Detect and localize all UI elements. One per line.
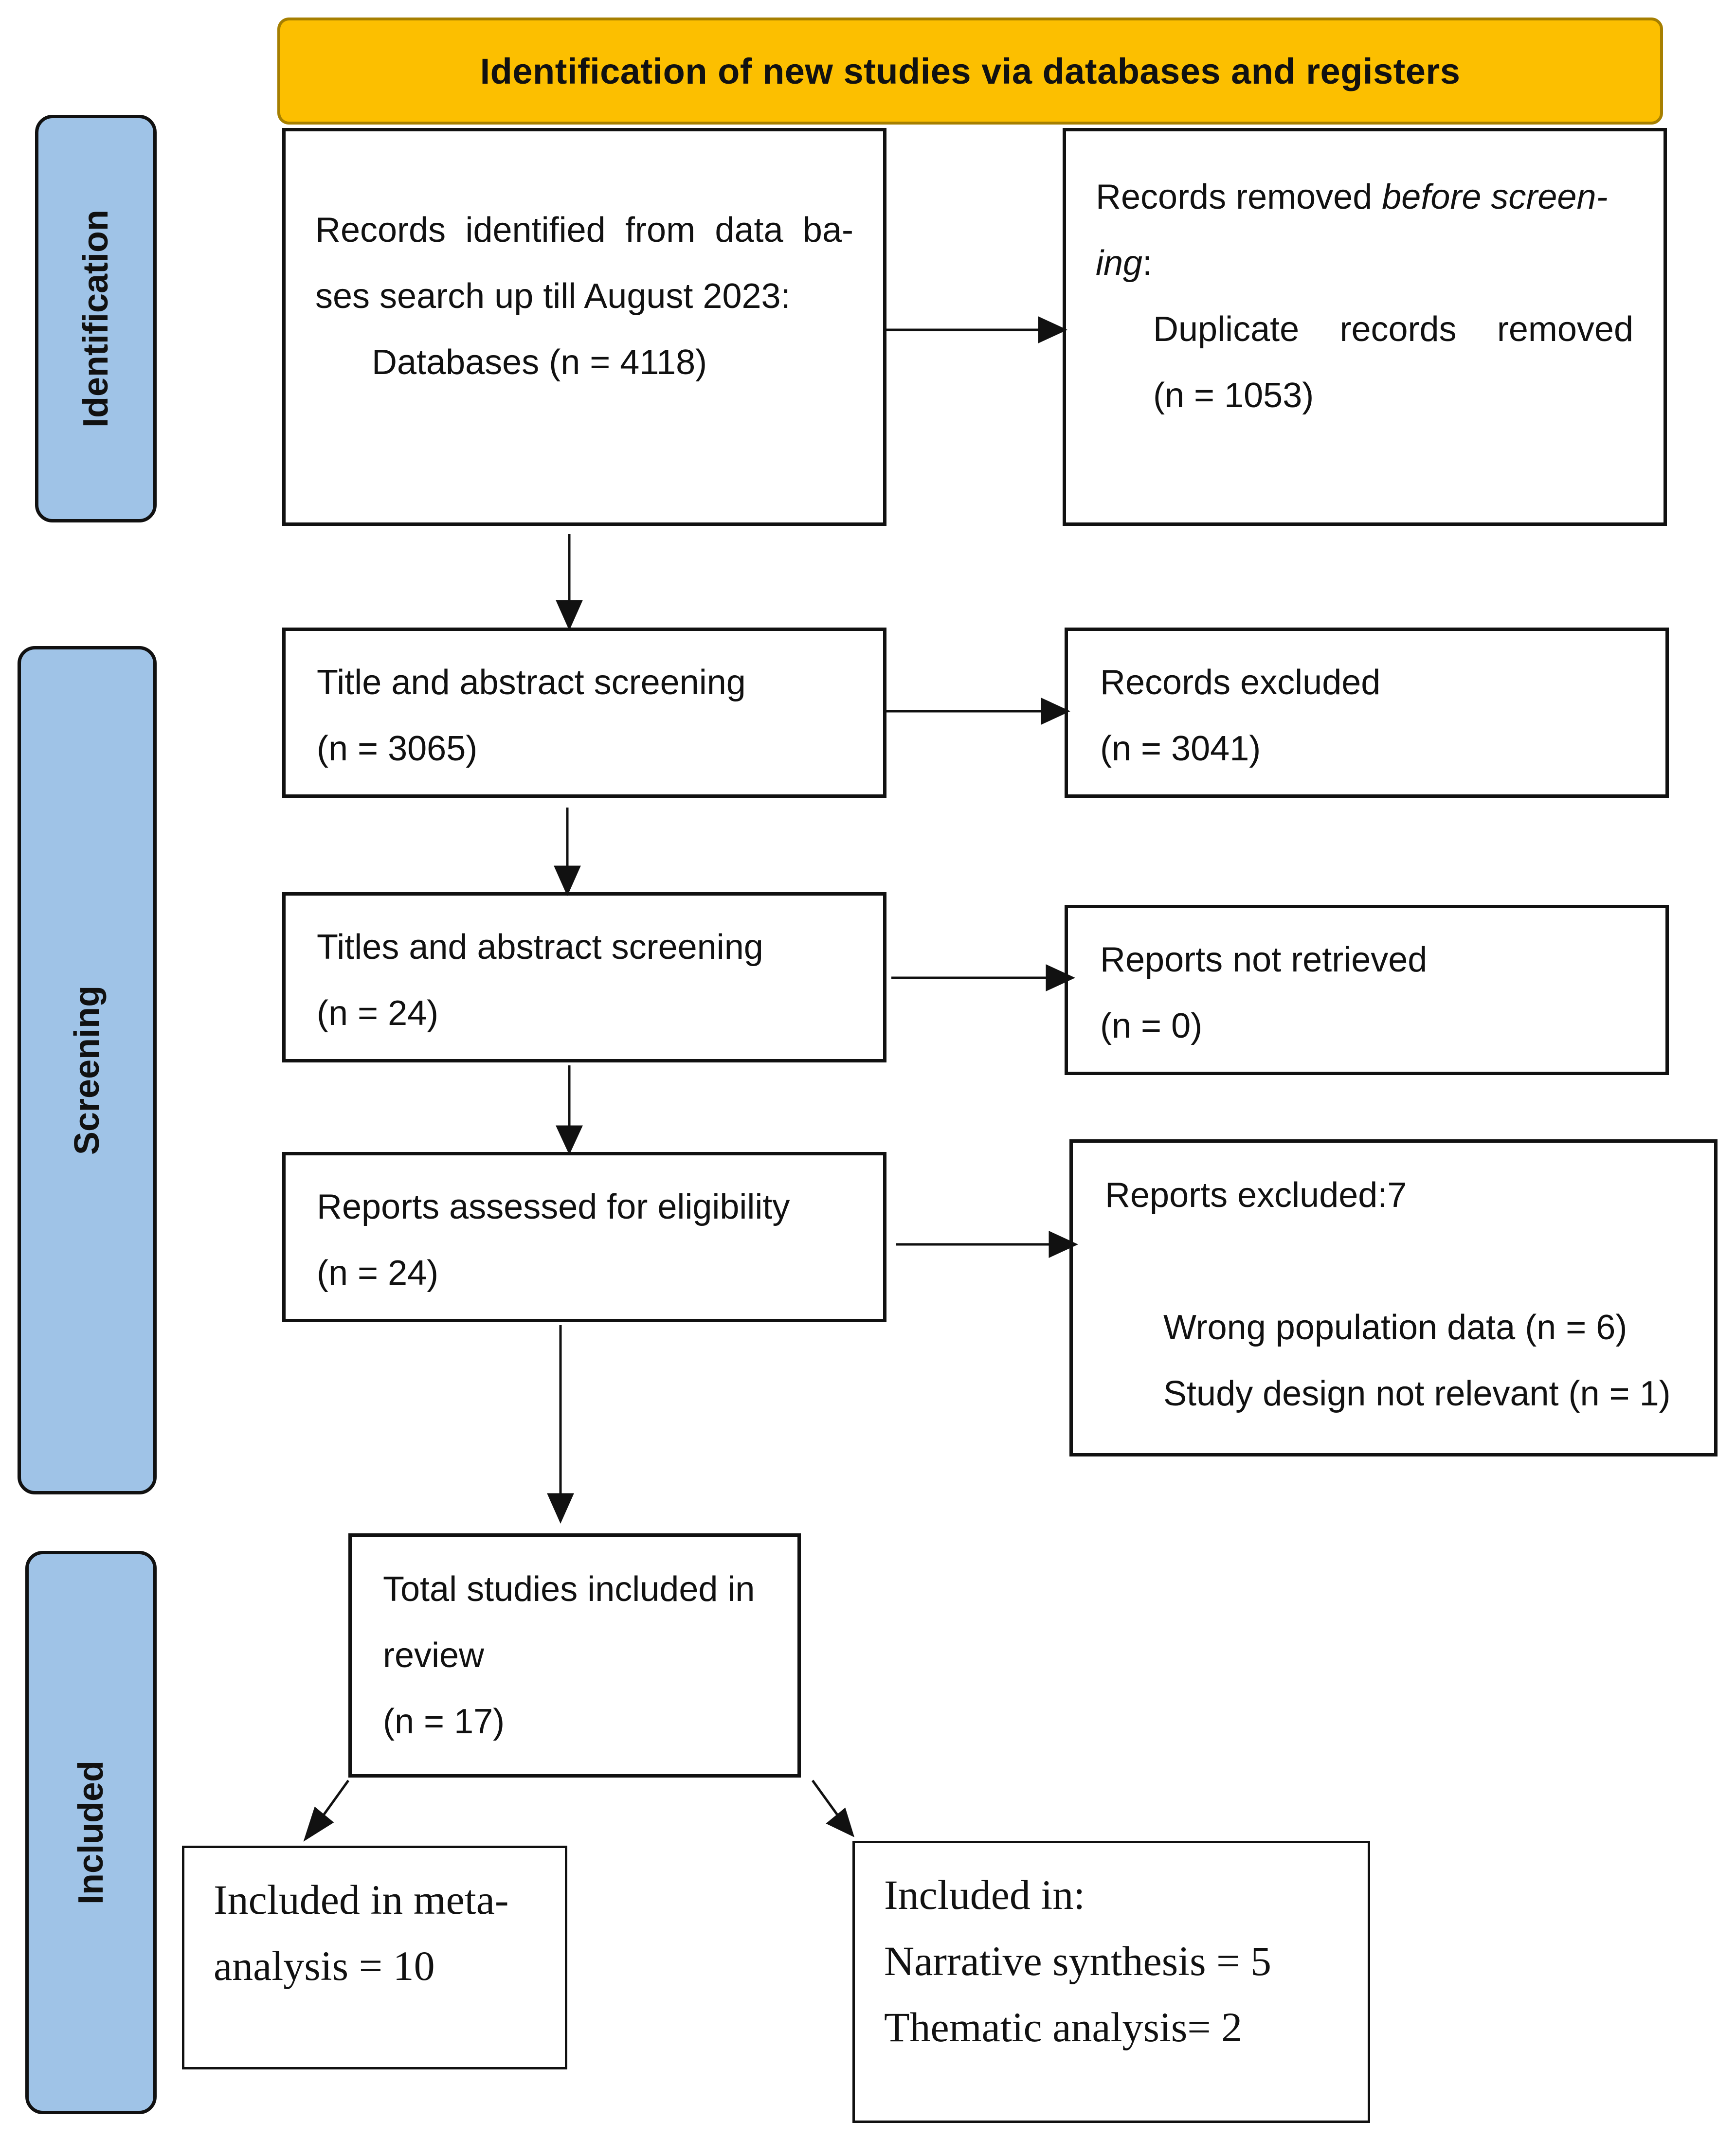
arrow-total-to-included-in — [811, 1780, 839, 1816]
box-reports-assessed: Reports assessed for eligibility (n = 24… — [282, 1152, 886, 1322]
phase-identification: Identification — [35, 115, 157, 522]
total-included-line1: Total studies included in — [383, 1570, 755, 1609]
box-records-identified — [282, 128, 886, 526]
records-removed-word: removed — [1497, 310, 1633, 349]
records-excluded-count: (n = 3041) — [1100, 729, 1261, 768]
arrow-assessed-to-total-head — [547, 1493, 574, 1524]
records-removed-word: records — [1339, 310, 1457, 349]
reports-not-retrieved-label: Reports not retrieved — [1100, 940, 1428, 979]
records-identified-databases: Databases (n = 4118) — [372, 343, 707, 382]
records-removed-prefix: Records removed — [1096, 178, 1382, 216]
arrow-identified-to-screening-head — [556, 600, 583, 631]
included-in-narrative: Narrative synthesis = 5 — [884, 1938, 1272, 1984]
records-removed-italic-2: ing — [1096, 244, 1143, 283]
included-in-line1: Included in: — [884, 1871, 1085, 1918]
titles-abstract-screening-count: (n = 24) — [317, 994, 439, 1033]
arrow-total-to-meta-head — [303, 1806, 334, 1842]
box-records-excluded: Records excluded (n = 3041) — [1065, 628, 1669, 798]
box-included-in: Included in: Narrative synthesis = 5 The… — [852, 1841, 1370, 2123]
records-removed-colon: : — [1142, 244, 1153, 283]
total-included-count: (n = 17) — [383, 1702, 505, 1741]
records-removed-line1: Records removed before screen- — [1096, 164, 1608, 230]
arrow-total-to-meta — [320, 1780, 350, 1819]
reports-excluded-reason-design: Study design not relevant (n = 1) — [1163, 1374, 1671, 1413]
title-abstract-screening-label: Title and abstract screening — [317, 663, 746, 702]
box-total-included: Total studies included in review (n = 17… — [348, 1533, 801, 1778]
records-removed-word: Duplicate — [1153, 310, 1300, 349]
reports-not-retrieved-count: (n = 0) — [1100, 1007, 1203, 1045]
arrow-titles-to-assessed-head — [556, 1125, 583, 1155]
records-identified-word: Records — [315, 211, 446, 250]
included-in-thematic: Thematic analysis= 2 — [884, 2004, 1243, 2050]
reports-assessed-label: Reports assessed for eligibility — [317, 1187, 790, 1226]
header-banner: Identification of new studies via databa… — [277, 18, 1663, 125]
arrow-titles-to-not-retrieved-head — [1046, 964, 1075, 991]
records-removed-line2: ing: — [1096, 230, 1152, 296]
records-identified-word: from — [625, 211, 696, 250]
total-included-line2: review — [383, 1636, 485, 1675]
records-removed-count: (n = 1053) — [1153, 376, 1314, 415]
records-excluded-label: Records excluded — [1100, 663, 1381, 702]
meta-analysis-line2: analysis = 10 — [214, 1942, 435, 1989]
records-removed-italic: before screen- — [1382, 178, 1608, 216]
records-identified-word: data — [715, 211, 783, 250]
arrow-total-to-included-in-head — [826, 1807, 855, 1837]
box-title-abstract-screening: Title and abstract screening (n = 3065) — [282, 628, 886, 798]
box-titles-abstract-screening: Titles and abstract screening (n = 24) — [282, 892, 886, 1062]
titles-abstract-screening-label: Titles and abstract screening — [317, 928, 763, 967]
records-identified-word: identified — [465, 211, 606, 250]
phase-included: Included — [25, 1551, 157, 2114]
arrow-assessed-to-excluded-head — [1049, 1231, 1078, 1258]
box-records-removed — [1063, 128, 1667, 526]
meta-analysis-line1: Included in meta- — [214, 1876, 509, 1923]
header-title: Identification of new studies via databa… — [480, 51, 1461, 91]
box-meta-analysis: Included in meta- analysis = 10 — [182, 1846, 567, 2069]
arrow-screening-to-excluded-head — [1041, 698, 1070, 725]
arrow-screening-to-titles-head — [554, 865, 581, 897]
box-reports-excluded: Reports excluded:7 Wrong population data… — [1069, 1139, 1718, 1456]
records-identified-line1-words: Records identified from data ba- — [315, 197, 853, 263]
box-reports-not-retrieved: Reports not retrieved (n = 0) — [1065, 905, 1669, 1075]
records-removed-line3: Duplicate records removed — [1153, 296, 1633, 362]
arrow-identified-to-removed-head — [1038, 316, 1067, 343]
title-abstract-screening-count: (n = 3065) — [317, 729, 478, 768]
records-identified-word: ba- — [802, 211, 853, 250]
reports-excluded-label: Reports excluded:7 — [1105, 1176, 1407, 1215]
reports-assessed-count: (n = 24) — [317, 1254, 439, 1293]
reports-excluded-reason-population: Wrong population data (n = 6) — [1163, 1308, 1628, 1347]
phase-screening: Screening — [18, 646, 157, 1494]
records-identified-line2: ses search up till August 2023: — [315, 277, 791, 316]
